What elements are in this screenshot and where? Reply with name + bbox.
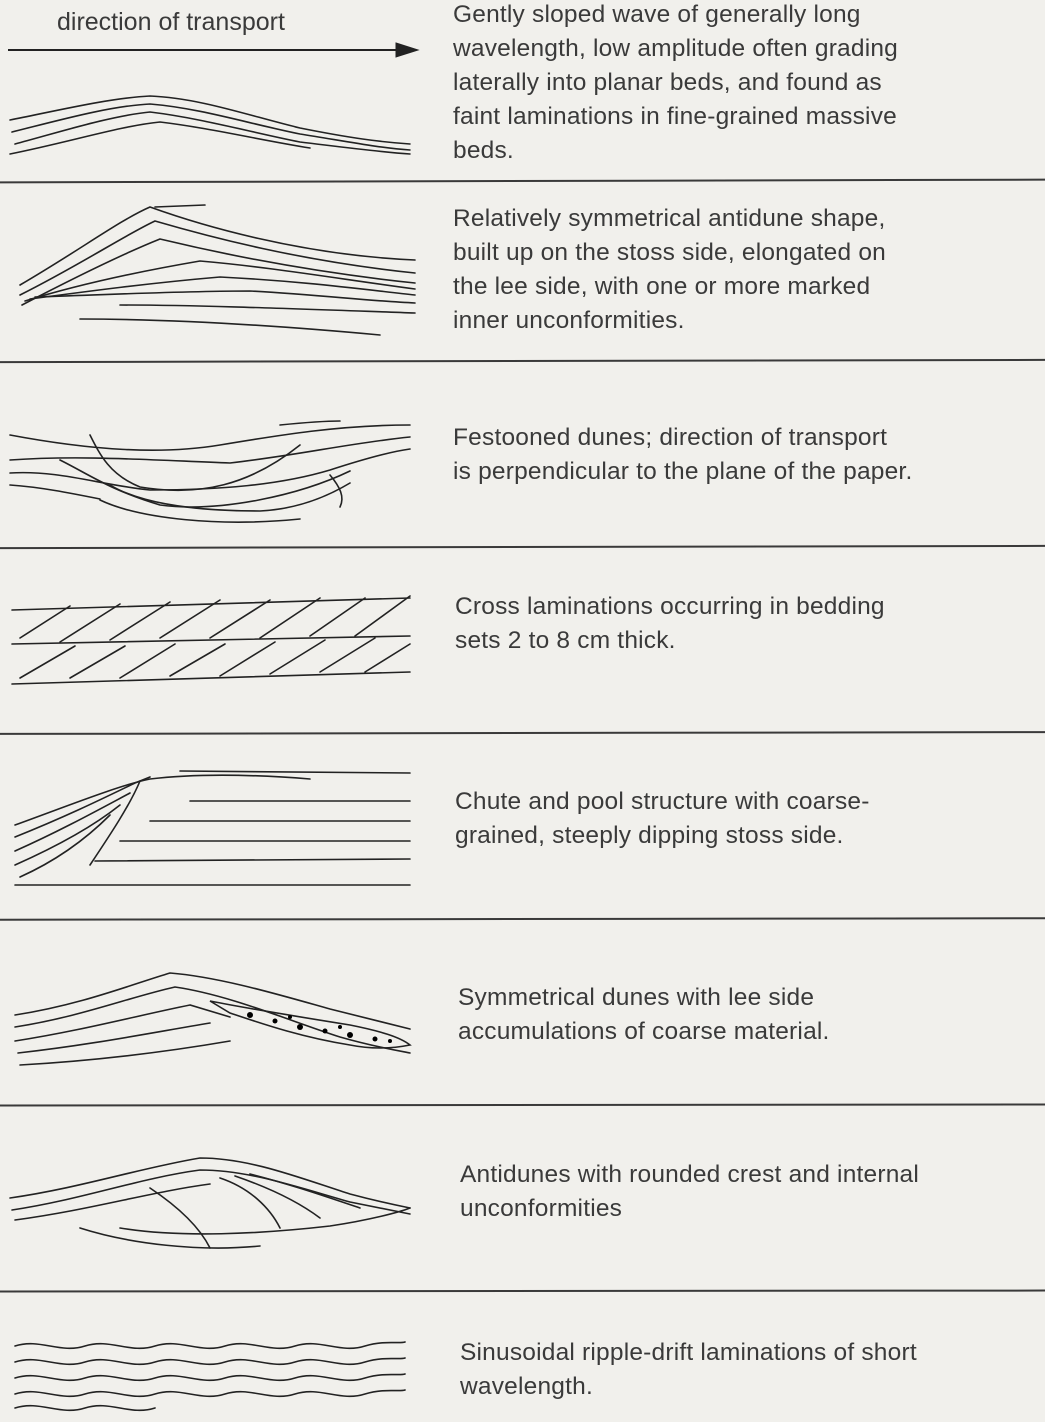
chute-and-pool-sketch bbox=[0, 765, 430, 895]
row-description: Symmetrical dunes with lee side accumula… bbox=[458, 981, 830, 1049]
row-description: Antidunes with rounded crest and interna… bbox=[460, 1158, 919, 1226]
dunes-coarse-lee-sketch bbox=[0, 965, 430, 1085]
row-description: Cross laminations occurring in bedding s… bbox=[455, 590, 885, 658]
row-description: Festooned dunes; direction of transport … bbox=[453, 421, 912, 489]
row-divider bbox=[0, 1290, 1045, 1293]
row-divider bbox=[0, 359, 1045, 363]
symmetrical-antidune-sketch bbox=[0, 195, 430, 355]
antidunes-rounded-crest-sketch bbox=[0, 1148, 430, 1278]
row-description: Relatively symmetrical antidune shape, b… bbox=[453, 202, 886, 338]
row-description: Gently sloped wave of generally long wav… bbox=[453, 0, 898, 168]
gently-sloped-wave-laminations-sketch bbox=[0, 90, 430, 190]
row-description: Sinusoidal ripple-drift laminations of s… bbox=[460, 1336, 917, 1404]
row-divider bbox=[0, 545, 1045, 549]
festooned-dunes-sketch bbox=[0, 415, 430, 545]
row-divider bbox=[0, 917, 1045, 920]
sinusoidal-ripple-drift-sketch bbox=[0, 1320, 430, 1420]
cross-laminations-sketch bbox=[0, 588, 430, 698]
transport-arrow-icon bbox=[0, 30, 430, 70]
row-divider bbox=[0, 731, 1045, 735]
row-divider bbox=[0, 1103, 1045, 1106]
row-description: Chute and pool structure with coarse- gr… bbox=[455, 785, 870, 853]
